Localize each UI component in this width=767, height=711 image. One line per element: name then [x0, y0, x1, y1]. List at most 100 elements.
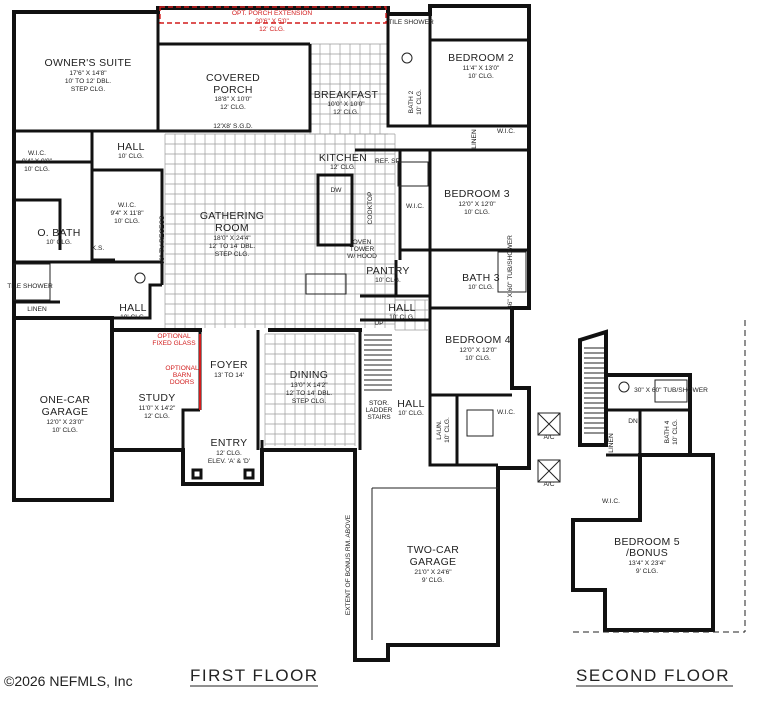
covered-porch-clg: 12' CLG. [220, 104, 246, 111]
oven-l2: TOWER [350, 246, 375, 253]
dining-clg1: 12' TO 14' DBL. [286, 390, 332, 397]
covered-porch-dims: 18'8" X 10'0" [214, 96, 252, 103]
opt-barn-l3: DOORS [170, 379, 195, 386]
bedroom5-title1: BEDROOM 5 [614, 536, 680, 548]
wic-bed4: W.I.C. [497, 409, 515, 416]
tile-shower-top: TILE SHOWER [388, 19, 434, 26]
opt-porch-dims: 20'6" X 5'0" [255, 18, 289, 25]
dining-clg2: STEP CLG. [292, 398, 326, 405]
stor-l3: STAIRS [367, 414, 391, 421]
dishwasher: DW [331, 187, 343, 194]
gathering-clg2: STEP CLG. [215, 251, 249, 258]
foyer-title: FOYER [210, 359, 248, 371]
bedroom3-dims: 12'0" X 12'0" [458, 201, 496, 208]
ref-space: REF. SP. [375, 158, 401, 165]
laundry-title: LAUN. [436, 420, 443, 440]
study-dims: 11'0" X 14'2" [139, 405, 176, 412]
linen-label: LINEN [471, 129, 478, 149]
opt-glass-l2: FIXED GLASS [152, 340, 196, 347]
first-floor-caption: FIRST FLOOR [190, 666, 319, 685]
tv-niche: 60" TV RECESS [159, 215, 166, 264]
pantry-clg: 10' CLG. [375, 277, 401, 284]
second-floor-walls [571, 320, 746, 633]
dining-dims: 13'0" X 14'2" [290, 382, 328, 389]
copyright: ©2026 NEFMLS, Inc [4, 673, 133, 689]
oven-l3: W/ HOOD [347, 253, 377, 260]
bedroom5-title2: /BONUS [626, 547, 668, 559]
ac-units [537, 412, 561, 483]
one-car-dims: 12'0" X 23'0" [46, 419, 84, 426]
one-car-title1: ONE-CAR [40, 394, 91, 406]
laundry-clg: 10' CLG. [444, 417, 451, 443]
bedroom2-clg: 10' CLG. [468, 73, 494, 80]
wic-bed5: W.I.C. [602, 498, 620, 505]
owner-wic2-clg: 10' CLG. [114, 218, 140, 225]
two-car-dims: 21'0" X 24'6" [414, 569, 452, 576]
study-title: STUDY [138, 392, 175, 404]
ac-label-2: A/C [544, 481, 555, 488]
opt-porch-clg: 12' CLG. [259, 26, 285, 33]
covered-porch-title2: PORCH [213, 84, 252, 96]
extent-bonus: EXTENT OF BONUS RM. ABOVE [345, 514, 352, 615]
first-floor-walls [12, 4, 531, 662]
opt-porch-outline [159, 6, 387, 24]
breakfast-title: BREAKFAST [314, 89, 379, 101]
bath2-label: BATH 2 [408, 90, 415, 113]
bedroom4-title: BEDROOM 4 [445, 334, 511, 346]
owners-suite-title: OWNER'S SUITE [45, 57, 132, 69]
bedroom5-dims: 13'4" X 23'4" [628, 560, 666, 567]
foyer-clg: 13' TO 14' [214, 372, 244, 379]
entry-elev: ELEV. 'A' & 'D' [208, 458, 250, 465]
hall-lower-title: HALL [397, 398, 424, 410]
study-clg: 12' CLG. [144, 413, 170, 420]
linen-owner: LINEN [27, 306, 47, 313]
wic-bed3: W.I.C. [406, 203, 424, 210]
owner-wic-title: W.I.C. [28, 150, 46, 157]
stairs-up: UP [374, 320, 384, 327]
second-floor-caption: SECOND FLOOR [576, 666, 730, 685]
opt-barn-l1: OPTIONAL [165, 365, 199, 372]
gathering-title2: ROOM [215, 222, 249, 234]
bedroom3-clg: 10' CLG. [464, 209, 490, 216]
bedroom4-dims: 12'0" X 12'0" [459, 347, 497, 354]
dn-label: DN [628, 418, 638, 425]
gathering-clg1: 12' TO 14' DBL. [209, 243, 255, 250]
wic-bed2: W.I.C. [497, 128, 515, 135]
entry-clg: 12' CLG. [216, 450, 242, 457]
kitchen-clg: 12' CLG. [330, 164, 356, 171]
dining-title: DINING [290, 369, 329, 381]
bath4-tub: 30" X 60" TUB/SHOWER [634, 387, 708, 394]
one-car-title2: GARAGE [42, 406, 89, 418]
cooktop: COOKTOP [367, 191, 374, 224]
bedroom4-clg: 10' CLG. [465, 355, 491, 362]
owner-wic-dims: 9'4" X 9'0" [22, 158, 53, 165]
owner-wic-clg: 10' CLG. [24, 166, 50, 173]
breakfast-clg: 12' CLG. [333, 109, 359, 116]
bath4-clg: 10' CLG. [672, 419, 679, 445]
hall-left-title: HALL [119, 302, 146, 314]
hall-lower-clg: 10' CLG. [398, 410, 424, 417]
hall-right-title: HALL [388, 302, 415, 314]
opt-glass-l1: OPTIONAL [157, 333, 191, 340]
pantry-title: PANTRY [366, 265, 409, 277]
hall-top-clg: 10' CLG. [118, 153, 144, 160]
gathering-dims: 18'0" X 24'4" [213, 235, 251, 242]
ac-label-1: A/C [544, 434, 555, 441]
one-car-clg: 10' CLG. [52, 427, 78, 434]
obath-title: O. BATH [37, 227, 80, 239]
hall-right-clg: 10' CLG. [389, 314, 415, 321]
stor-l2: LADDER [366, 407, 393, 414]
linen-up: LINEN [608, 433, 615, 453]
stor-l1: STOR. [369, 400, 389, 407]
bath3-clg: 10' CLG. [468, 284, 494, 291]
opt-barn-l2: BARN [173, 372, 192, 379]
bath3-title: BATH 3 [462, 272, 500, 284]
owners-suite-clg1: 10' TO 12' DBL. [65, 78, 111, 85]
tile-shower-owner: TILE SHOWER [7, 283, 53, 290]
entry-title: ENTRY [211, 437, 248, 449]
two-car-clg: 9' CLG. [422, 577, 444, 584]
opt-porch-label: OPT. PORCH EXTENSION [232, 10, 312, 17]
stairs-first-floor [364, 334, 392, 391]
